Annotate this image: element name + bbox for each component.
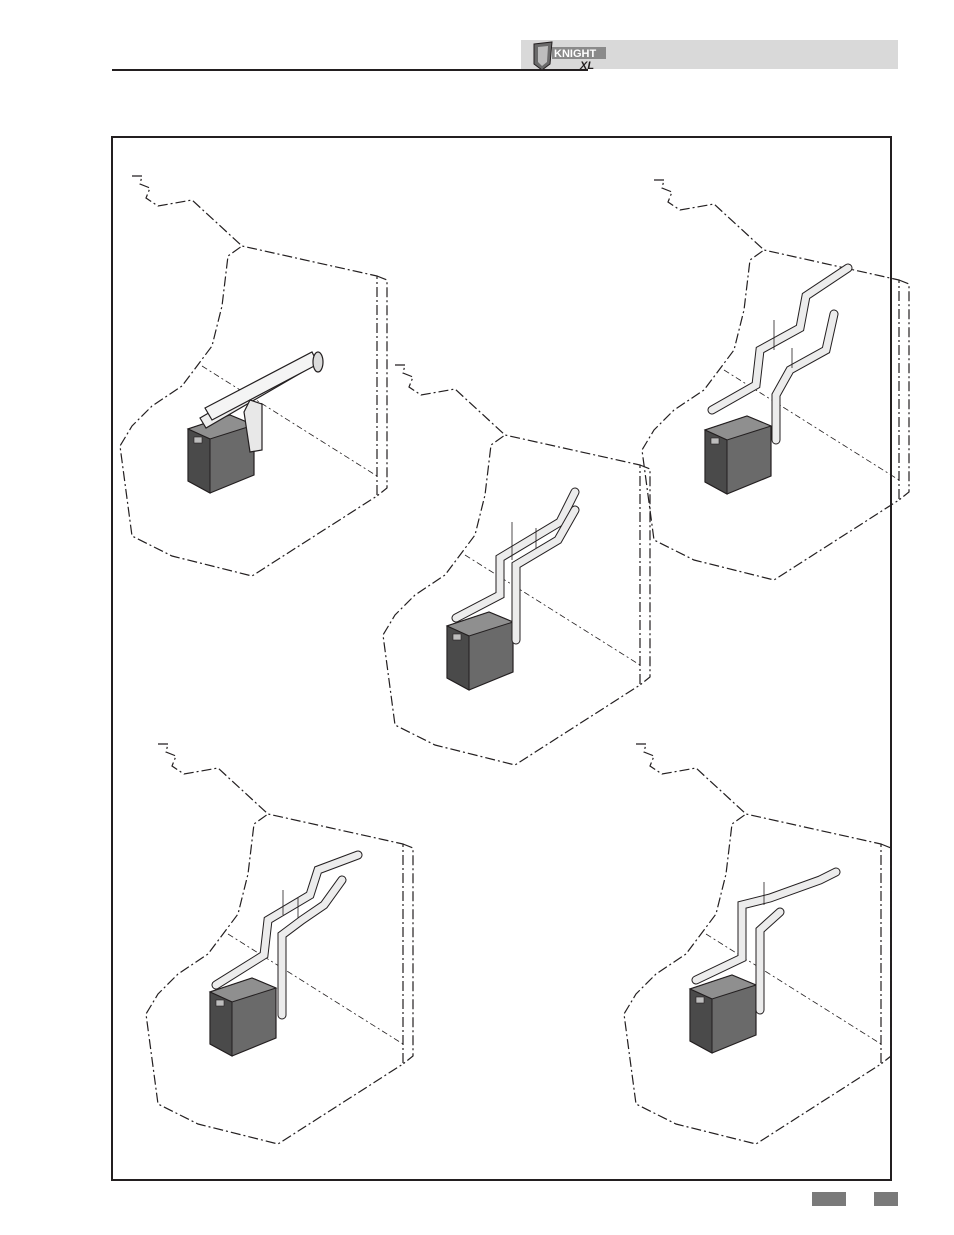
footer-tab-right — [874, 1192, 898, 1206]
installation-horizontal-through-wall — [120, 176, 387, 576]
footer-tab-left — [812, 1192, 846, 1206]
installation-concentric-wall-termination — [624, 744, 891, 1144]
installation-wall-two-pipe-elbow — [146, 744, 413, 1144]
installation-wall-two-pipe-offset — [642, 180, 909, 580]
installation-vertical-rise-two-pipe — [383, 365, 650, 765]
